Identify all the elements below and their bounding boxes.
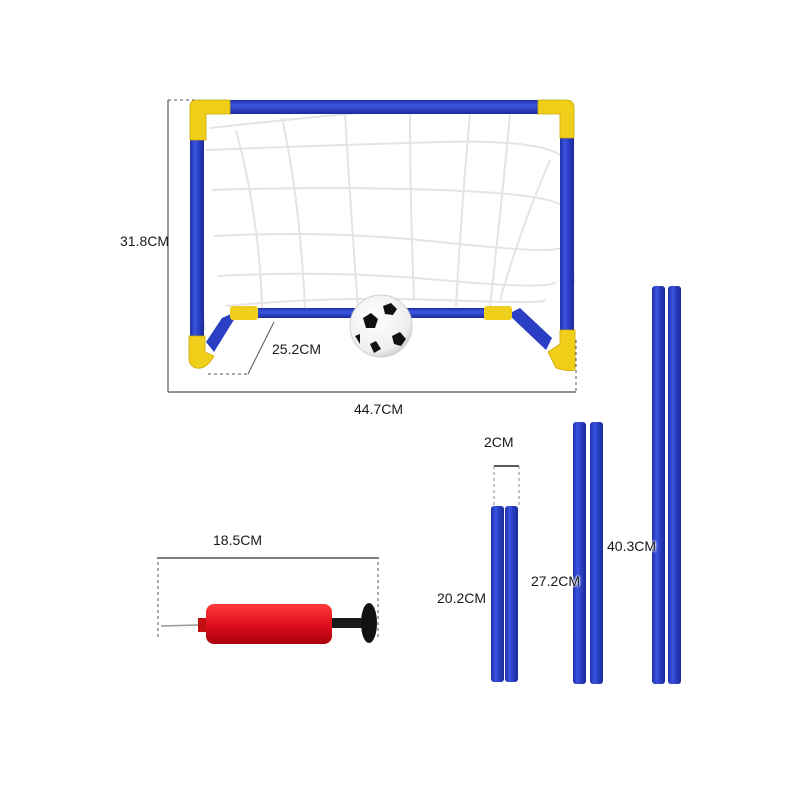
- pole-long-length-label: 40.3CM: [607, 538, 657, 554]
- soccer-ball: [349, 294, 413, 358]
- top-left-connector: [189, 99, 231, 141]
- pole-diameter-label: 2CM: [484, 434, 514, 450]
- goal-depth-label: 25.2CM: [272, 341, 322, 357]
- back-left-connector: [230, 306, 258, 320]
- pump-handle: [361, 603, 377, 643]
- goal-right-post: [560, 135, 574, 335]
- back-right-connector: [484, 306, 512, 320]
- pole-set-long: [652, 286, 681, 684]
- goal-width-label: 44.7CM: [354, 401, 404, 417]
- top-right-connector: [537, 99, 575, 139]
- pump-needle: [160, 624, 199, 627]
- depth-guide-line: [247, 321, 275, 375]
- pole-set-medium: [573, 422, 603, 684]
- pump-rod: [332, 618, 364, 628]
- hand-pump: [160, 603, 377, 644]
- pole-short-length-label: 20.2CM: [437, 590, 487, 606]
- bottom-left-connector: [188, 335, 215, 369]
- goal-left-base: [206, 310, 240, 352]
- pump-barrel: [206, 604, 332, 644]
- goal-left-post: [190, 138, 204, 336]
- goal-height-label: 31.8CM: [120, 233, 170, 249]
- pump-dimension-guides: [157, 557, 379, 640]
- goal-right-base: [508, 308, 552, 350]
- goal-crossbar: [222, 100, 544, 114]
- pole-medium-length-label: 27.2CM: [531, 573, 581, 589]
- pump-length-label: 18.5CM: [213, 532, 263, 548]
- bottom-right-connector: [547, 329, 576, 372]
- pole-set-short: [491, 465, 520, 682]
